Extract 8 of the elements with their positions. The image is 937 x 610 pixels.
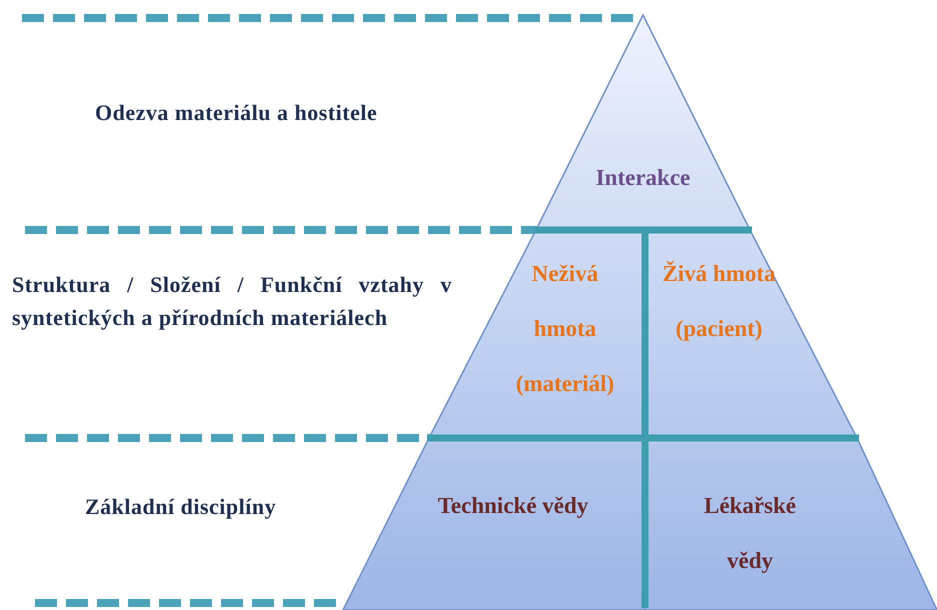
section-label: Lékařské vědy xyxy=(703,492,797,575)
level-label: Základní disciplíny xyxy=(85,494,278,520)
level-label: Odezva materiálu a hostitele xyxy=(95,100,378,126)
section-label: Interakce xyxy=(594,164,692,192)
section-label: Živá hmota (pacient) xyxy=(661,260,777,343)
section-label: Neživá hmota (materiál) xyxy=(514,260,616,398)
level-label: Struktura / Složení / Funkční vztahy v syntetických a přírodních materiálech xyxy=(12,271,452,332)
section-label: Technické vědy xyxy=(436,492,590,520)
